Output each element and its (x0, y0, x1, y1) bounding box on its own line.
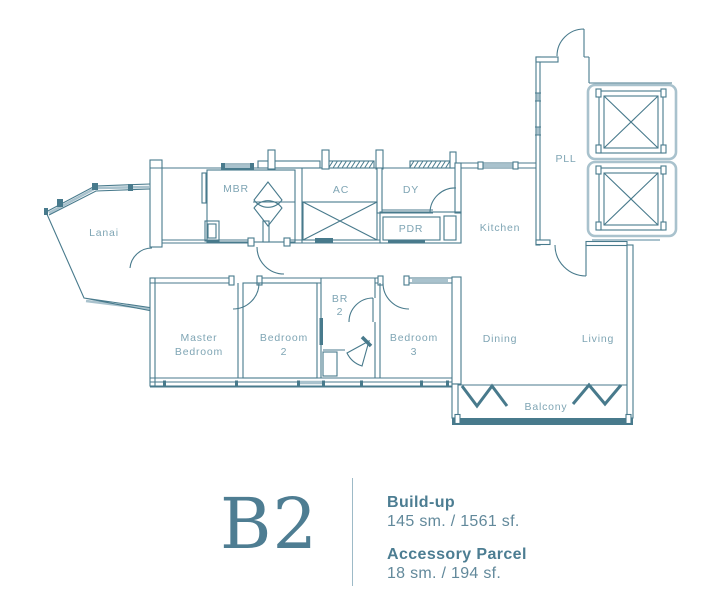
room-label-bedroom2-line2: 2 (281, 346, 288, 358)
ac-unit-icon (302, 201, 378, 241)
legend-divider (351, 478, 353, 586)
room-label-bedroom3-line1: Bedroom (390, 332, 438, 344)
room-label-balcony: Balcony (525, 401, 568, 413)
room-label-bedroom2-line1: Bedroom (260, 332, 308, 344)
floor-plan: Lanai MBR AC DY PDR Kitchen PLL Master B… (44, 28, 678, 425)
room-label-pll: PLL (555, 153, 576, 165)
room-label-living: Living (582, 333, 614, 345)
room-label-master-bedroom-line1: Master (181, 332, 218, 344)
room-label-bedroom3-line2: 3 (411, 346, 418, 358)
room-label-dining: Dining (483, 333, 518, 345)
room-label-lanai: Lanai (89, 227, 119, 239)
balcony-structure (451, 382, 633, 425)
room-labels: Lanai MBR AC DY PDR Kitchen PLL Master B… (89, 153, 614, 413)
elevator-icon-1 (586, 83, 678, 161)
room-label-ac: AC (333, 184, 349, 196)
accessory-parcel-value: 18 sm. / 194 sf. (386, 565, 502, 582)
room-label-mbr: MBR (223, 183, 249, 195)
room-label-br2-line1: BR (332, 293, 348, 305)
unit-specs: Build-up 145 sm. / 1561 sf. Accessory Pa… (387, 478, 527, 583)
room-label-br2-line2: 2 (337, 306, 344, 318)
door-arcs (129, 28, 587, 323)
accessory-parcel-spec: Accessory Parcel 18 sm. / 194 sf. (387, 546, 527, 583)
room-label-master-bedroom-line2: Bedroom (175, 346, 223, 358)
build-up-label: Build-up (386, 494, 456, 511)
unit-legend: B2 Build-up 145 sm. / 1561 sf. Accessory… (220, 478, 527, 586)
unit-name: B2 (220, 483, 318, 565)
room-label-dy: DY (403, 184, 419, 196)
room-label-kitchen: Kitchen (480, 222, 521, 234)
build-up-spec: Build-up 145 sm. / 1561 sf. (387, 494, 527, 531)
wall-layer (44, 56, 672, 419)
balcony-zigzag-left (460, 383, 509, 409)
room-label-pdr: PDR (399, 223, 424, 235)
build-up-value: 145 sm. / 1561 sf. (386, 513, 520, 530)
shower-fan-icons (253, 181, 283, 227)
accessory-parcel-label: Accessory Parcel (386, 546, 527, 563)
elevator-icon-2 (586, 160, 678, 238)
balcony-zigzag-right (571, 382, 623, 407)
